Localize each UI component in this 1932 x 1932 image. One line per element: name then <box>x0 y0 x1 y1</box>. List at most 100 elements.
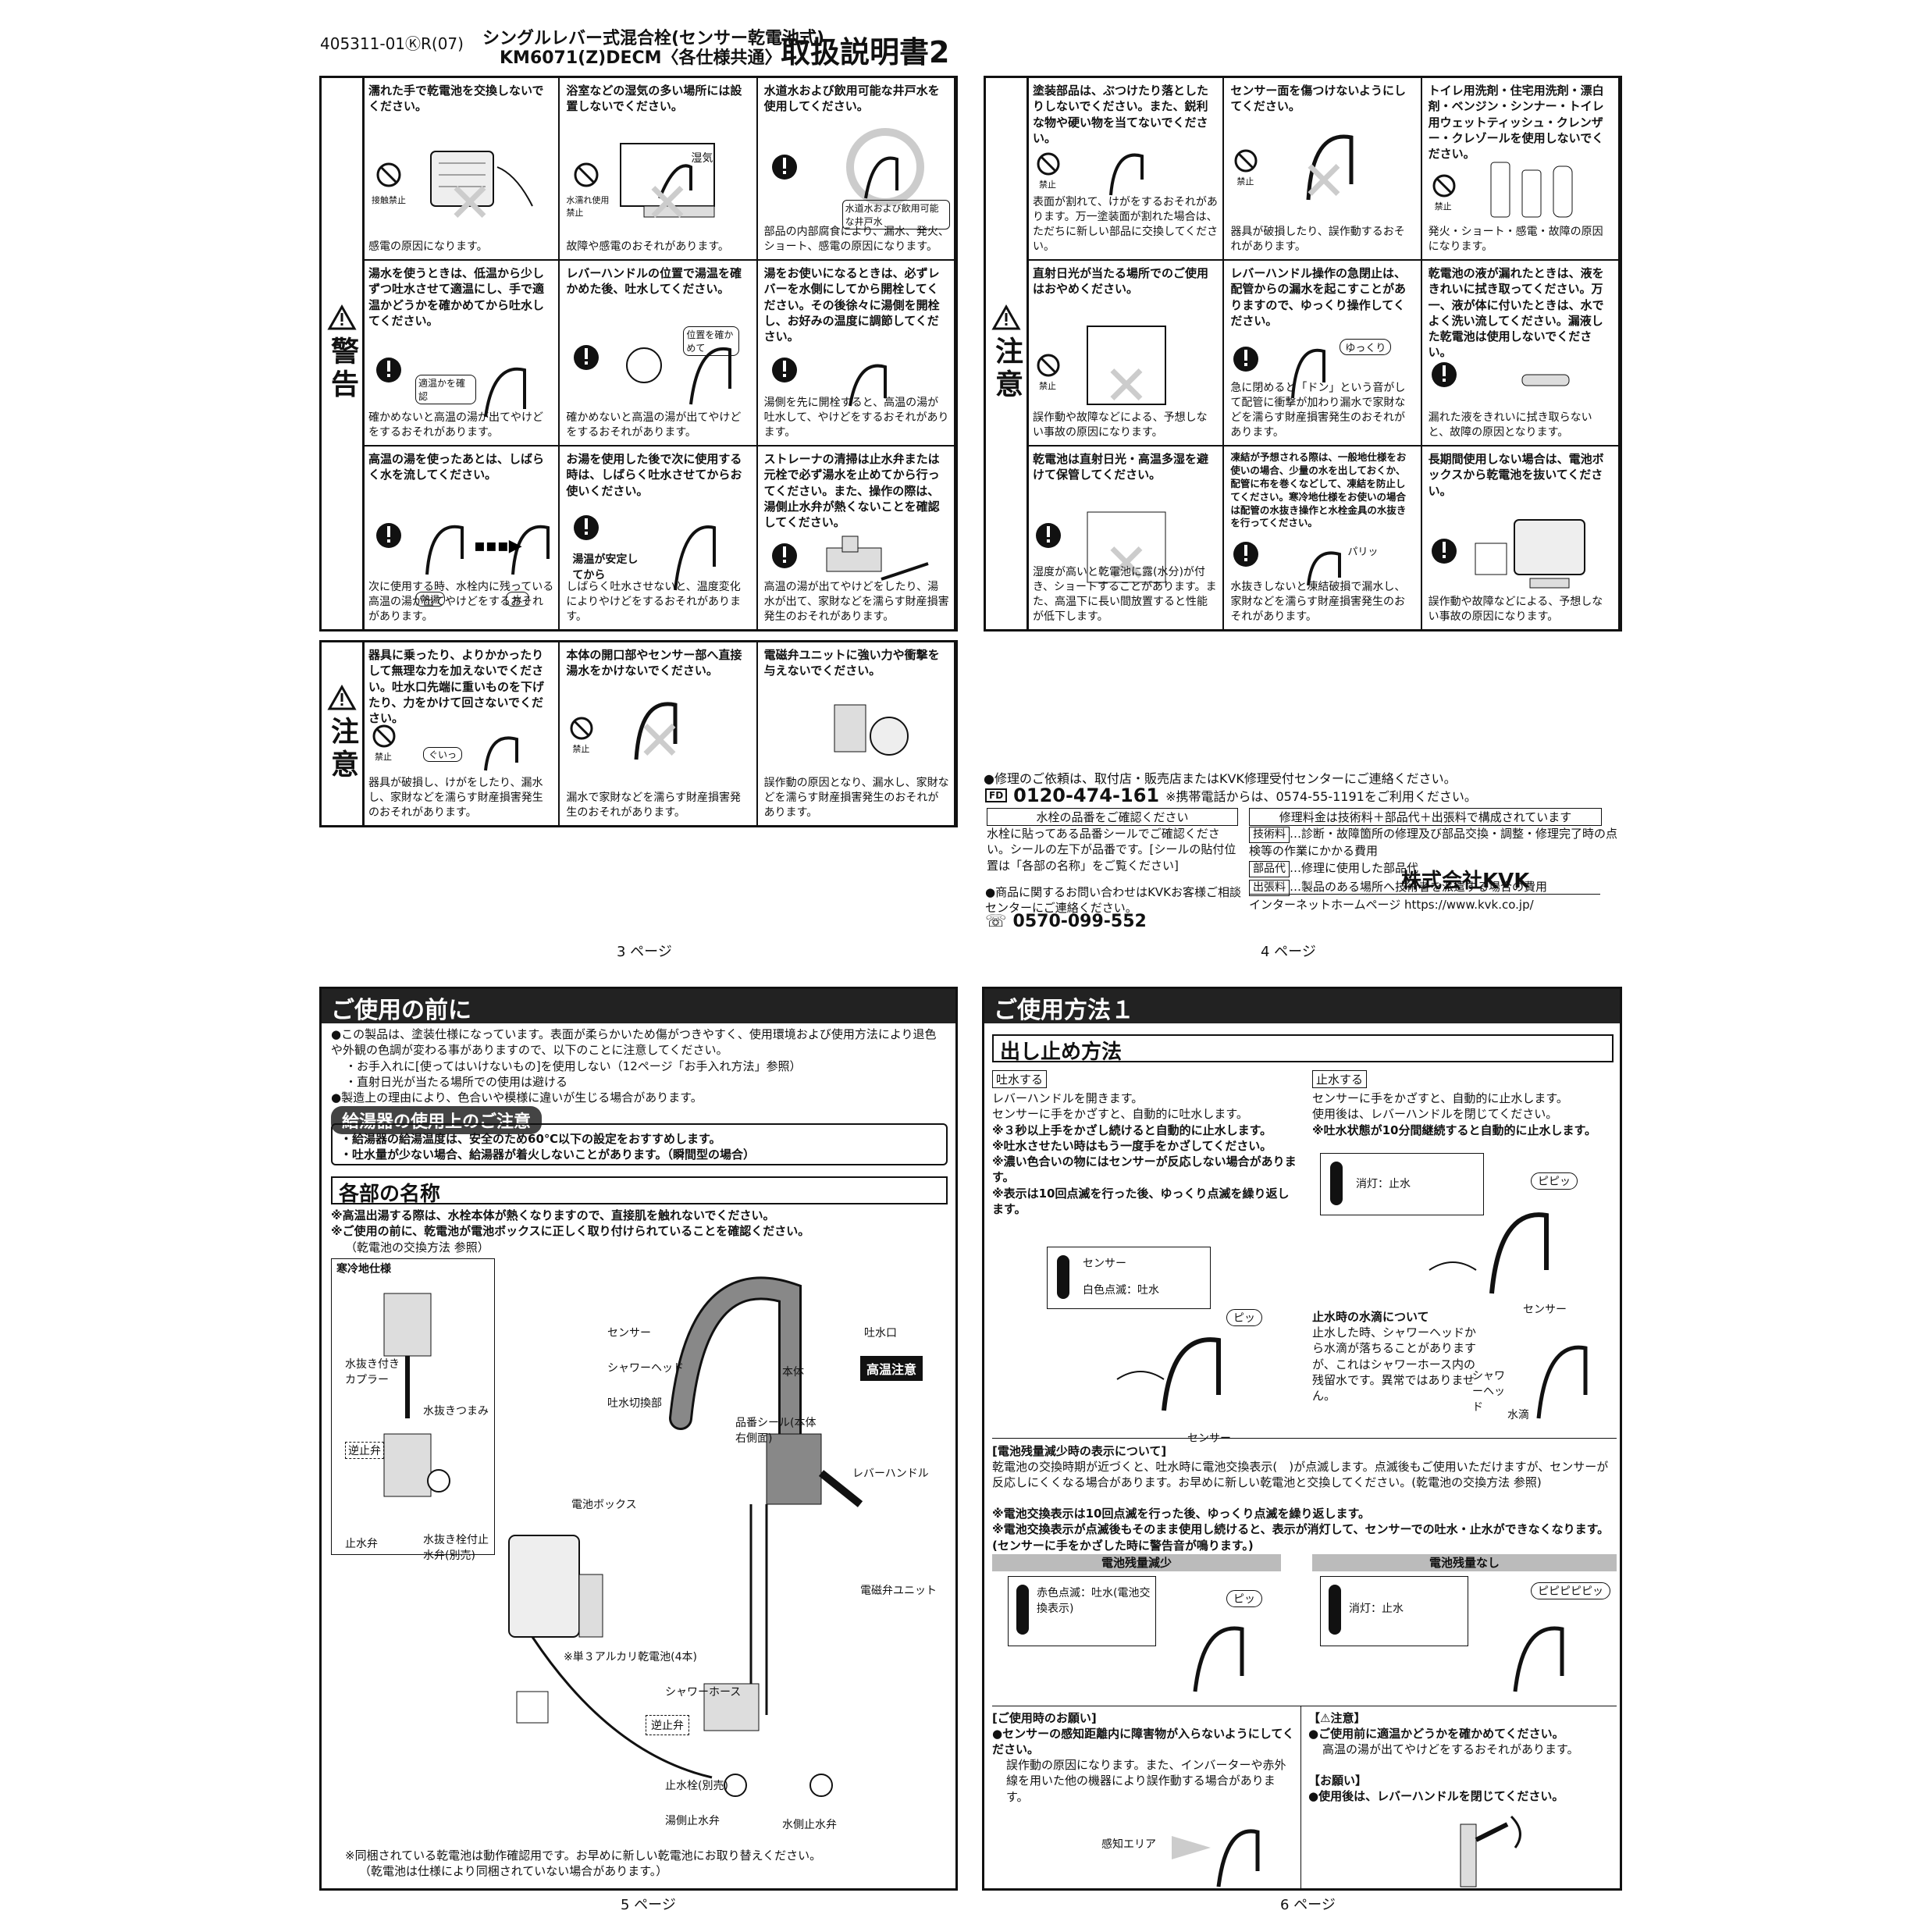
page-number-3: 3 ページ <box>617 944 672 960</box>
parts-notes: ※高温出湯する際は、水栓本体が熱くなりますので、直接肌を触れないでください。 ※… <box>331 1208 810 1254</box>
company-url[interactable]: インターネットホームページ https://www.kvk.co.jp/ <box>1249 894 1600 913</box>
label-check-valve: 逆止弁 <box>345 1442 384 1459</box>
label-hot-warning: 高温注意 <box>860 1356 923 1381</box>
freedial-icon: FD <box>985 788 1008 802</box>
navi-row: ☏ 0570-099-552 <box>985 912 1147 931</box>
caution-text: 高温の湯が出てやけどをするおそれがあります。 <box>1322 1742 1579 1756</box>
caution-right-cell-8: 凍結が予想される際は、一般地仕様をお使いの場合、少量の水を出しておくか、配管に布… <box>1224 447 1422 629</box>
warning-cell-5: レバーハンドルの位置で湯温を確かめた後、吐水してください。 位置を確かめて 確か… <box>560 261 758 447</box>
caution-right-cell-4: 直射日光が当たる場所でのご使用はおやめください。 ✕ 禁止 誤作動や故障などによ… <box>1026 261 1225 447</box>
caution-bold: ●ご使用前に適温かどうかを確かめてください。 <box>1308 1727 1564 1741</box>
request-title: [ご使用時のお願い] <box>992 1711 1097 1725</box>
warning-cell-9: ストレーナの清掃は止水弁または元栓で必ず湯水を止めてから行ってください。また、操… <box>758 447 955 629</box>
stop-text: センサーに手をかざすと、自動的に止水します。 使用後は、レバーハンドルを閉じてく… <box>1312 1091 1596 1137</box>
dispense-text: レバーハンドルを開きます。 センサーに手をかざすと、自動的に吐水します。 ※３秒… <box>992 1091 1297 1216</box>
page-number-5: 5 ページ <box>621 1897 676 1913</box>
caution-panel-right: 注意 塗装部品は、ぶつけたり落としたりしないでください。また、鋭利な物や硬い物を… <box>984 76 1622 632</box>
heater-box: ・給湯器の給湯温度は、安全のため60℃以下の設定をおすすめします。 ・吐水量が少… <box>331 1123 948 1165</box>
warning-cell-7: 高温の湯を使ったあとは、しばらく水を流してください。 ▪▪▪▶ 熱湯 水 次に使… <box>362 447 560 629</box>
warning-cell-4: 湯水を使うときは、低温から少しずつ吐水させて適温にし、手で適温かどうかを確かめて… <box>362 261 560 447</box>
caution-triangle-icon-right <box>991 304 1021 330</box>
svg-text:✕: ✕ <box>1104 354 1150 418</box>
label-solenoid: 電磁弁ユニット <box>860 1585 937 1597</box>
battery-text: 乾電池の交換時期が近づくと、吐水時に電池交換表示( )が点滅します。点滅後もご使… <box>992 1460 1609 1490</box>
cold-spec-diagram <box>383 1293 450 1497</box>
caution-right-cell-3: トイレ用洗剤・住宅用洗剤・漂白剤・ベンジン・シンナー・トイレ用ウェットティッシュ… <box>1421 78 1620 261</box>
fee-text-travel: …製品のある場所へ技術者を派遣する場合の費用 <box>1290 880 1548 895</box>
stop-beep: ピピッ <box>1531 1172 1578 1190</box>
no-battery-faucet <box>1513 1626 1564 1692</box>
fee-text-tech: …診断・故障箇所の修理及び部品交換・調整・修理完了時の点検等の作業にかかる費用 <box>1249 827 1618 858</box>
warning-side-label: 警告 <box>322 78 365 629</box>
dispense-faucet-illustration <box>1116 1337 1221 1411</box>
caution-right-cell-1: 塗装部品は、ぶつけたり落としたりしないでください。また、鋭利な物や硬い物を当てな… <box>1026 78 1225 261</box>
freedial-row: FD 0120-474-161 ※携帯電話からは、0574-55-1191をご利… <box>985 785 1477 806</box>
hinban-text: 水栓に貼ってある品番シールでご確認ください。シールの左下が品番です。[シールの貼… <box>987 827 1236 873</box>
no-battery-panel: 消灯：止水 <box>1320 1576 1468 1646</box>
mobile-note: ※携帯電話からは、0574-55-1191をご利用ください。 <box>1165 789 1477 804</box>
sensing-area-illustration <box>1172 1829 1260 1888</box>
page-number-4: 4 ページ <box>1261 944 1316 960</box>
caution-left-cell-2: 本体の開口部やセンサー部へ直接湯水をかけないでください。 ✕ 禁止 漏水で家財な… <box>560 642 758 825</box>
caution-right-cell-5: レバーハンドル操作の急閉止は、配管からの漏水を起こすことがありますので、ゆっくり… <box>1224 261 1422 447</box>
freedial-number: 0120-474-161 <box>1013 785 1160 806</box>
caution-right-cell-7: 乾電池は直射日光・高温多湿を避けて保管してください。 ✕ 湿度が高いと乾電池に露… <box>1026 447 1225 629</box>
battery-swap-illustration: ✕ <box>376 151 533 235</box>
stop-sensor-label: センサー <box>1523 1304 1567 1316</box>
caution-left-cell-3: 電磁弁ユニットに強い力や衝撃を与えないでください。 誤作動の原因となり、漏水し、… <box>758 642 955 825</box>
navi-number: 0570-099-552 <box>1012 912 1147 931</box>
label-check-valve2: 逆止弁 <box>646 1715 689 1735</box>
drip-drop-label: 水滴 <box>1507 1409 1529 1421</box>
please-title: 【お願い】 <box>1308 1774 1368 1788</box>
doc-code: 405311-01ⓀR(07) <box>320 34 464 53</box>
doc-title-line1: シングルレバー式混合栓(センサー乾電池式) <box>482 29 825 48</box>
label-stop-tap: 止水栓(別売) <box>665 1780 728 1792</box>
page5-intro: ●この製品は、塗装仕様になっています。表面が柔らかいため傷がつきやすく、使用環境… <box>331 1027 937 1105</box>
label-stop-valve: 止水弁 <box>345 1538 378 1550</box>
caution-right-cell-9: 長期間使用しない場合は、電池ボックスから乾電池を抜いてください。 誤作動や故障な… <box>1422 447 1620 629</box>
drip-text: 止水した時、シャワーヘッドから水滴が落ちることがありますが、これはシャワーホース… <box>1312 1325 1477 1403</box>
label-drain-plug: 水抜き栓付止水弁(別売) <box>423 1534 489 1562</box>
heater-title: 給湯器の使用上のご注意 <box>331 1106 543 1134</box>
lever-close-illustration <box>1460 1815 1521 1888</box>
page6-sub-title: 出し止め方法 <box>992 1034 1614 1064</box>
svg-text:▪▪▪▶: ▪▪▪▶ <box>474 536 522 556</box>
label-battery: ※単３アルカリ乾電池(4本) <box>564 1651 698 1663</box>
repair-line: ●修理のご依頼は、取付店・販売店またはKVK修理受付センターにご連絡ください。 <box>984 771 1457 786</box>
inquiry-text: ●商品に関するお問い合わせはKVKお客様ご相談センターにご連絡ください。 <box>985 885 1242 916</box>
fee-tag-tech: 技術料 <box>1249 827 1290 843</box>
battery-bold: ※電池交換表示は10回点滅を行った後、ゆっくり点滅を繰り返します。 ※電池交換表… <box>992 1507 1610 1553</box>
warning-cell-8: お湯を使用した後で次に使用する時は、しばらく吐水させてからお使いください。 湯温… <box>560 447 758 629</box>
battery-title: [電池残量減少時の表示について] <box>992 1444 1167 1458</box>
tag-stop: 止水する <box>1312 1070 1368 1088</box>
page5-footer: ※同梱されている乾電池は動作確認用です。お早めに新しい乾電池にお取り替えください… <box>345 1848 822 1879</box>
low-battery-panel: 赤色点滅：吐水(電池交換表示) <box>1008 1576 1156 1646</box>
area-label: 感知エリア <box>1101 1838 1156 1851</box>
drip-head-label: シャワーヘッド <box>1472 1370 1505 1414</box>
svg-text:✕: ✕ <box>447 171 493 235</box>
warning-triangle-icon <box>327 304 357 330</box>
page6-section-title: ご使用方法１ <box>984 989 1620 1024</box>
please-bold: ●使用後は、レバーハンドルを閉じてください。 <box>1308 1789 1564 1803</box>
page6-frame: ご使用方法１ 出し止め方法 吐水する レバーハンドルを開きます。 センサーに手を… <box>982 987 1622 1891</box>
label-body: 本体 <box>782 1366 804 1379</box>
no-battery-title: 電池残量なし <box>1312 1554 1617 1571</box>
caution-title: 【⚠注意】 <box>1308 1711 1366 1725</box>
caution-right-cell-2: センサー面を傷つけないようにしてください。 ✕ 禁止 器具が破損したり、誤作動す… <box>1224 78 1422 261</box>
caution-right-cell-6: 乾電池の液が漏れたときは、液をきれいに拭き取ってください。万一、液が体に付いたと… <box>1421 261 1620 447</box>
low-battery-faucet <box>1193 1626 1244 1692</box>
drip-title: 止水時の水滴について <box>1312 1310 1429 1324</box>
label-seal: 品番シール(本体右側面) <box>735 1417 817 1445</box>
low-battery-beep: ピッ <box>1226 1590 1262 1607</box>
svg-text:✕: ✕ <box>637 709 683 773</box>
label-switch: 吐水切換部 <box>607 1397 662 1410</box>
drip-faucet-illustration <box>1536 1345 1588 1419</box>
caution-triangle-icon <box>327 684 357 710</box>
company-name: 株式会社KVK <box>1401 870 1530 893</box>
stop-faucet-illustration <box>1429 1212 1549 1294</box>
warning-cell-3: 水道水および飲用可能な井戸水を使用してください。 水道水および飲用可能な井戸水 … <box>757 78 955 261</box>
warning-cell-1: 濡れた手で乾電池を交換しないでください。 ✕ 接触禁止 感電の原因になります。 <box>362 78 560 261</box>
fee-text-parts: …修理に使用した部品代 <box>1290 861 1419 876</box>
label-water-stop: 水側止水弁 <box>782 1819 837 1831</box>
label-lever: レバーハンドル <box>852 1468 929 1480</box>
